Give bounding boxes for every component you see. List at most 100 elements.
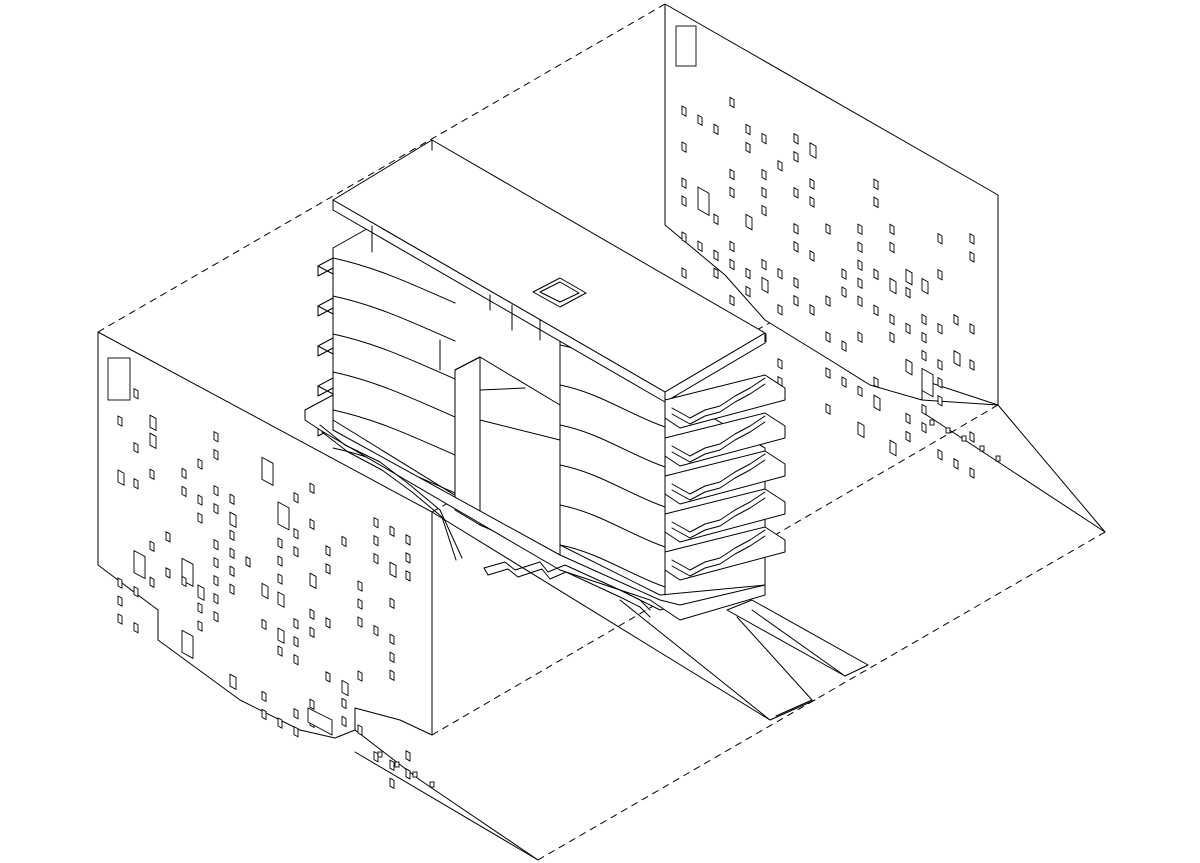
perforation [117,613,123,625]
perforation [325,671,331,683]
perforation [729,96,735,109]
roof-edge [664,332,766,403]
perforation [341,535,347,548]
perforation [197,512,203,524]
perforation [181,575,187,588]
perforation [261,456,274,487]
perforation [713,213,719,226]
perforation [905,358,913,376]
perforation [229,529,235,542]
ramp-light [945,427,951,434]
perforation [745,213,753,231]
front-facade-panel [97,331,433,790]
perforation [841,376,847,389]
stair-flight [671,459,766,501]
floor-line [559,424,666,468]
perforation [229,511,237,529]
perforation [261,690,267,703]
balcony-edge [317,265,334,275]
ground-stair [487,568,651,618]
perforation [905,268,913,286]
perforation [133,441,139,454]
floor-line [559,384,666,428]
perforation [809,196,815,208]
perforation [405,552,411,564]
perforation [165,531,171,543]
floor-line [332,333,456,380]
stair-flight [671,491,766,533]
floor-line [559,544,666,588]
perforation [277,555,283,567]
perforation [293,545,299,558]
perforation [857,241,863,254]
perforation [761,132,767,145]
perforation [149,414,157,432]
perforation [953,349,961,367]
perforation [373,534,379,547]
perforation [809,142,817,159]
perforation [165,567,171,579]
core-edge [479,419,561,441]
floor-line [559,504,666,548]
perforation [745,123,751,136]
stair-flight [671,535,766,577]
perforation [857,331,863,344]
ground-line [736,616,813,701]
perforation [889,241,895,254]
perforation [921,403,927,416]
perforation [357,616,363,628]
perforation [117,577,123,589]
perforation [745,285,751,298]
perforation [261,582,269,600]
perforation [405,570,411,582]
perforation [373,624,379,637]
ramp-light [377,751,383,758]
perforation [213,610,219,623]
perforation [873,376,879,389]
perforation [713,267,719,280]
perforation [277,627,285,644]
perforation [389,525,395,538]
perforation [873,268,879,281]
perforation [873,304,879,317]
perforation [761,276,769,294]
perforation [341,697,347,710]
perforation [389,561,397,579]
perforation [809,250,815,262]
perforation [825,331,831,343]
perforation [149,540,155,553]
perforation [793,294,799,307]
stair-flight [671,421,766,463]
perforation [117,415,123,427]
perforation [681,267,687,280]
perforation [937,232,943,245]
perforation [277,591,285,608]
balcony [317,337,334,357]
ramp-light [394,761,400,768]
ground-line [775,699,813,717]
perforation [117,595,123,607]
perforation [873,178,879,191]
perforation [133,549,146,580]
ramp [321,431,457,561]
perforation [277,645,283,657]
floor-line [332,409,456,456]
perforation [277,573,283,585]
perforation [197,584,205,601]
perforation [937,394,943,407]
perforation [921,349,927,362]
perforation [857,223,863,236]
perforation [905,412,911,425]
perforation [889,313,895,326]
ground-line [431,511,771,721]
perforation [921,421,927,434]
perforation [149,468,155,481]
perforation [389,759,395,772]
perforation [761,204,767,217]
perforation [969,233,975,245]
ground-ramps [354,399,1106,861]
perforation [373,516,379,529]
perforation [181,629,194,660]
perforation [969,359,975,371]
